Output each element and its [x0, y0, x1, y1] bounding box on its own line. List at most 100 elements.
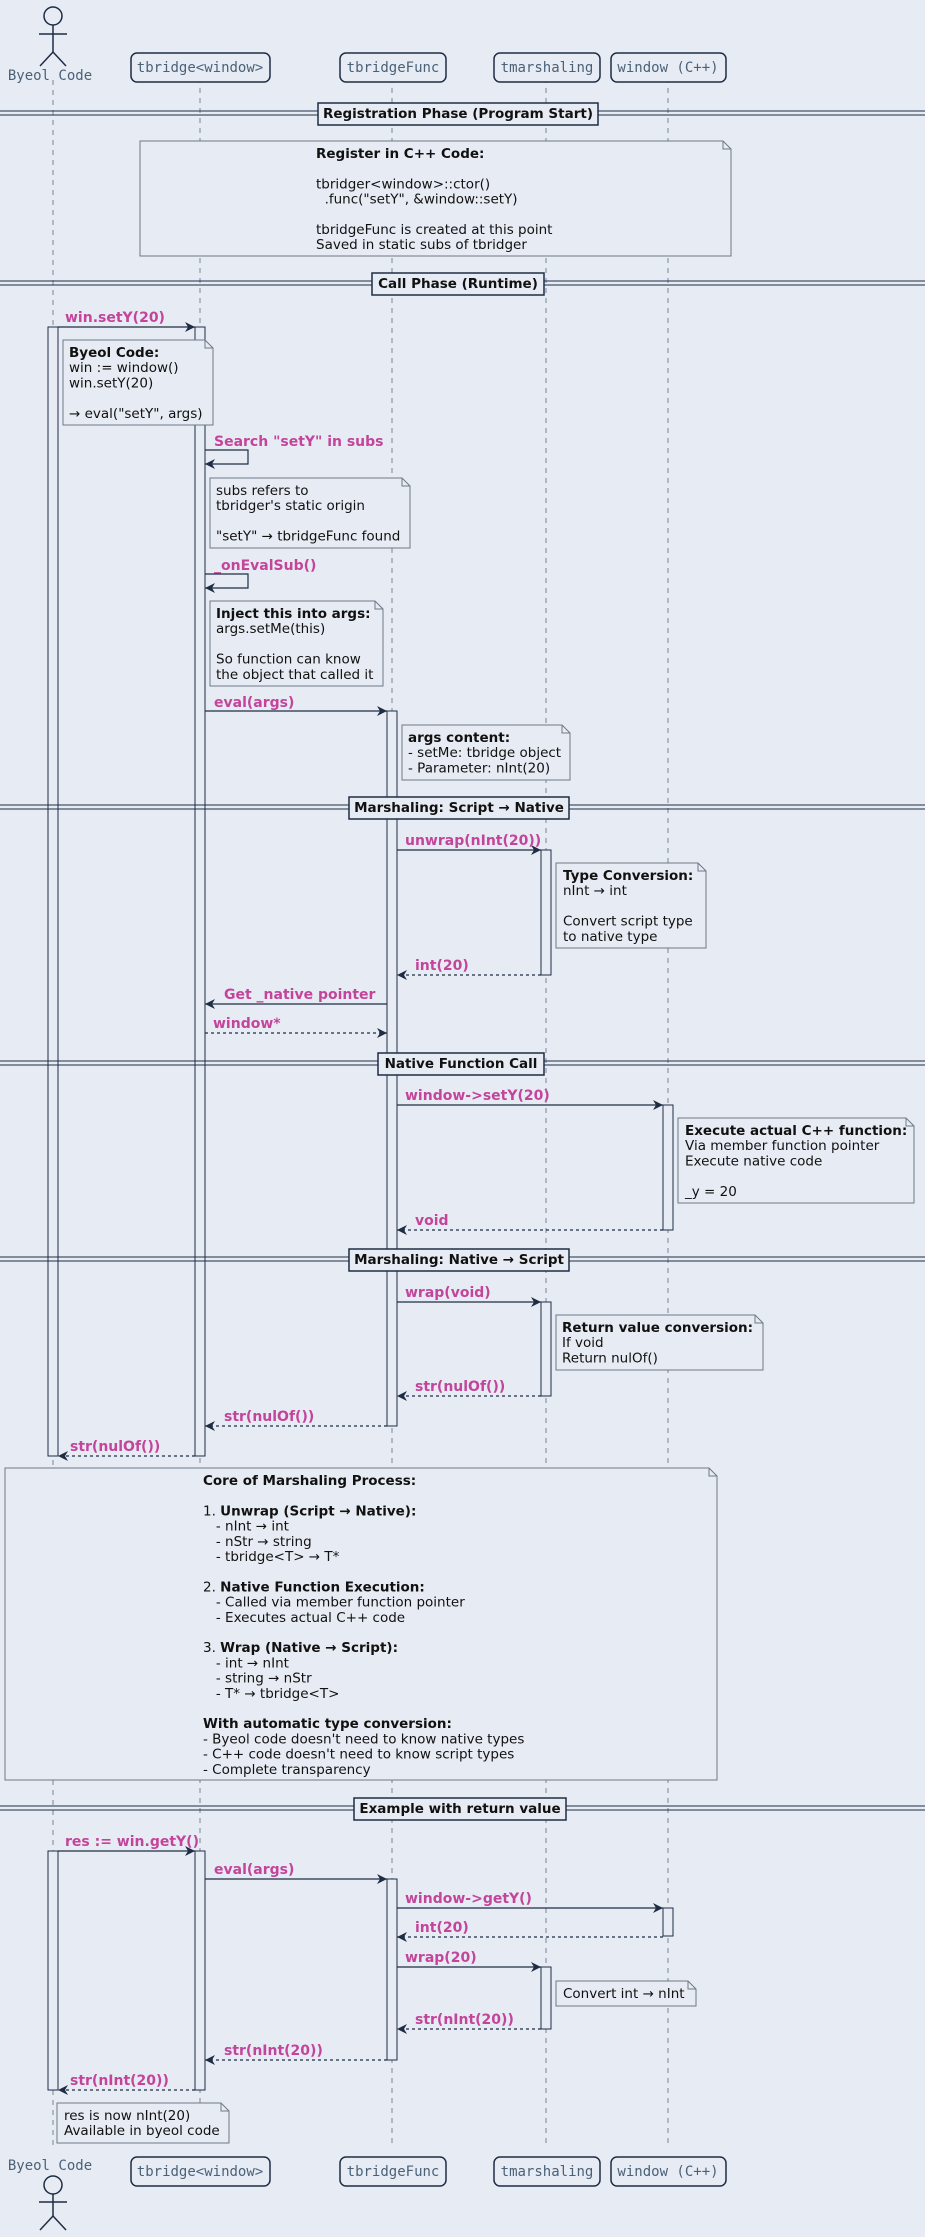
message-label: win.setY(20): [65, 310, 165, 326]
activation-tmarshaling-3: [540, 1966, 552, 2030]
participant-box-tmarshaling: [493, 52, 601, 83]
note-line: - string → nStr: [203, 1671, 312, 1687]
participant-box-tbridge: [130, 52, 271, 83]
divider-native-call: Native Function Call: [0, 1052, 925, 1076]
divider-marshal-in-label: Marshaling: Script → Native: [354, 800, 564, 816]
activation-byeol-2: [47, 1850, 59, 2091]
activation-byeol-1: [47, 326, 59, 1457]
message-label: str(nInt(20)): [224, 2043, 323, 2059]
note-line: .func("setY", &window::setY): [316, 192, 518, 208]
message-label: window->setY(20): [405, 1088, 550, 1104]
note-box: [677, 1117, 915, 1204]
message-label: res := win.getY(): [65, 1834, 199, 1850]
note-box: [62, 339, 214, 426]
message-label: void: [415, 1213, 449, 1229]
note-line: 3. Wrap (Native → Script):: [203, 1640, 398, 1656]
message-label: unwrap(nInt(20)): [405, 833, 541, 849]
message-label: wrap(void): [405, 1285, 491, 1301]
note-line: - nInt → int: [203, 1519, 289, 1535]
message-label: str(nInt(20)): [415, 2012, 514, 2028]
note-line: subs refers to: [216, 483, 309, 499]
note-convint: Convert int → nInt: [555, 1980, 697, 2007]
message-arrow: [205, 573, 249, 593]
note-register: Register in C++ Code:tbridger<window>::c…: [139, 140, 732, 257]
participant-label-tbridge-bottom: tbridge<window>: [137, 2164, 263, 2180]
message-label: str(nInt(20)): [70, 2073, 169, 2089]
note-box: [139, 140, 732, 257]
activation-tbridge-2: [194, 1850, 206, 2091]
note-line: Convert script type: [563, 914, 693, 930]
note-line: 1. Unwrap (Script → Native):: [203, 1503, 416, 1519]
participant-box-tbridgefunc: [339, 52, 447, 83]
note-line: win.setY(20): [69, 375, 153, 391]
message-arrow: [205, 449, 249, 469]
participants-top: Byeol Code tbridge<window> tbridgeFunc t…: [8, 6, 727, 84]
note-box: [209, 600, 384, 687]
participant-label-tmarshaling-bottom: tmarshaling: [501, 2164, 594, 2180]
note-line: 2. Native Function Execution:: [203, 1579, 425, 1595]
participant-label-byeol: Byeol Code: [8, 68, 92, 84]
activation-window-1: [662, 1104, 674, 1231]
actor-byeol-bottom: [39, 2175, 67, 2231]
participants-bottom: Byeol Code tbridge<window> tbridgeFunc t…: [8, 2156, 727, 2231]
note-exec: Execute actual C++ function:Via member f…: [677, 1117, 915, 1204]
participant-label-byeol-bottom: Byeol Code: [8, 2158, 92, 2174]
message-label: _onEvalSub(): [214, 558, 316, 574]
note-line: _y = 20: [684, 1184, 737, 1200]
note-line: tbridger<window>::ctor(): [316, 176, 490, 192]
message-label: window*: [213, 1016, 281, 1032]
note-line: Via member function pointer: [685, 1138, 880, 1154]
note-line: With automatic type conversion:: [203, 1716, 452, 1732]
divider-registration-label: Registration Phase (Program Start): [323, 106, 593, 122]
note-line: So function can know: [216, 652, 361, 668]
note-line: to native type: [563, 929, 657, 945]
activations: [47, 326, 674, 2091]
note-line: → eval("setY", args): [69, 406, 203, 422]
divider-marshal-out-label: Marshaling: Native → Script: [354, 1252, 564, 1268]
note-line: Execute native code: [685, 1153, 822, 1169]
note-line: - tbridge<T> → T*: [203, 1549, 340, 1565]
actor-head-icon: [43, 6, 63, 26]
note-line: nInt → int: [563, 883, 627, 899]
participant-label-tbridge: tbridge<window>: [137, 60, 263, 76]
note-box: [209, 477, 411, 549]
note-line: - nStr → string: [203, 1534, 312, 1550]
note-box: [555, 1980, 697, 2007]
divider-registration: Registration Phase (Program Start): [0, 102, 925, 126]
note-box: [555, 1314, 764, 1371]
note-line: tbridger's static origin: [216, 498, 365, 514]
participant-label-tbridgefunc-bottom: tbridgeFunc: [347, 2164, 440, 2180]
note-line: - Complete transparency: [203, 1762, 371, 1778]
divider-example: Example with return value: [0, 1797, 925, 1821]
message-label: eval(args): [214, 695, 294, 711]
message-label: Search "setY" in subs: [214, 434, 383, 450]
note-box: [56, 2102, 230, 2144]
actor-byeol-top: [39, 6, 67, 67]
message-labels: win.setY(20) Search "setY" in subs _onEv…: [65, 310, 550, 2089]
note-line: "setY" → tbridgeFunc found: [216, 529, 400, 545]
note-line: res is now nInt(20): [64, 2108, 190, 2124]
note-box: [401, 724, 571, 781]
note-line: win := window(): [69, 360, 179, 376]
note-line: the object that called it: [216, 667, 373, 683]
activation-tbridgefunc-2: [386, 1878, 398, 2061]
activation-tmarshaling-2: [540, 1301, 552, 1397]
message-label: str(nulOf()): [415, 1379, 505, 1395]
note-line: Return nulOf(): [562, 1350, 658, 1366]
actor-head-icon: [43, 2175, 63, 2195]
message-label: wrap(20): [405, 1950, 477, 1966]
note-line: args.setMe(this): [216, 621, 325, 637]
participant-box-window: [610, 52, 727, 83]
note-line: Core of Marshaling Process:: [203, 1473, 416, 1489]
note-line: - Called via member function pointer: [203, 1595, 465, 1611]
note-line: Return value conversion:: [562, 1320, 753, 1336]
participant-box-tmarshaling-bottom: [493, 2156, 601, 2187]
divider-call-label: Call Phase (Runtime): [378, 276, 538, 292]
note-line: - Byeol code doesn't need to know native…: [203, 1731, 524, 1747]
note-line: - T* → tbridge<T>: [203, 1686, 339, 1702]
message-label: window->getY(): [405, 1891, 532, 1907]
participant-box-tbridgefunc-bottom: [339, 2156, 447, 2187]
note-line: Convert int → nInt: [563, 1986, 685, 2002]
